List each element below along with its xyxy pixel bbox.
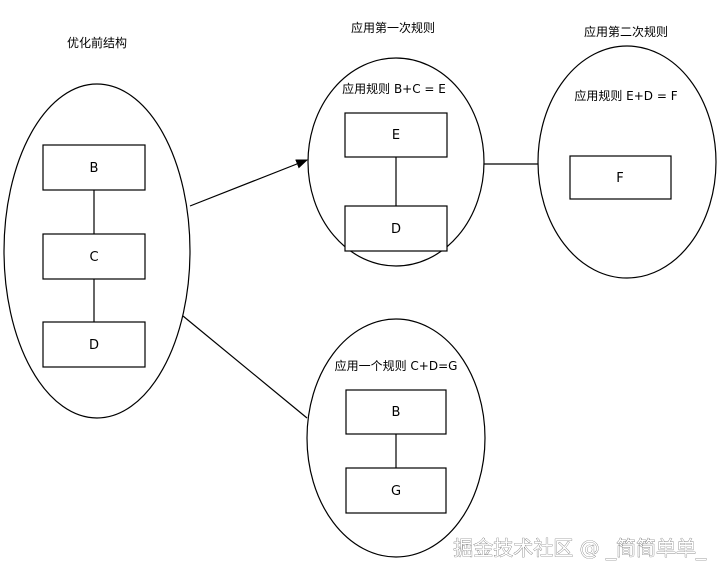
arrow-before-to-rule1	[189, 159, 309, 207]
node-c: C	[42, 233, 146, 280]
group-rule2-title: 应用第二次规则	[584, 24, 668, 39]
group-rule2: 应用第二次规则 应用规则 E+D = F F	[537, 24, 717, 279]
group-rule3: 应用一个规则 C+D=G B G	[306, 318, 486, 558]
group-rule2-rule: 应用规则 E+D = F	[574, 88, 677, 103]
node-d-box	[42, 321, 146, 368]
node-f-label: F	[616, 171, 623, 186]
node-d-label: D	[89, 338, 99, 353]
group-rule1: 应用第一次规则 应用规则 B+C = E E D	[307, 20, 485, 267]
node-c-label: C	[89, 250, 98, 265]
group-before-title: 优化前结构	[67, 35, 127, 50]
edge-before-to-rule3	[182, 315, 308, 419]
node-g-label: G	[391, 484, 401, 499]
node-d: D	[42, 321, 146, 368]
node-e-box	[344, 112, 448, 158]
node-g: G	[345, 467, 447, 514]
node-b-rule3-label: B	[392, 405, 401, 420]
group-before: 优化前结构 B C D	[3, 35, 191, 419]
node-e-label: E	[392, 128, 400, 143]
node-e: E	[344, 112, 448, 158]
group-rule3-rule: 应用一个规则 C+D=G	[335, 358, 458, 373]
node-g-box	[345, 467, 447, 514]
node-b: B	[42, 144, 146, 191]
node-f: F	[569, 155, 672, 200]
node-b-rule3: B	[345, 389, 447, 435]
node-d-rule1: D	[344, 205, 448, 252]
node-b-rule3-box	[345, 389, 447, 435]
watermark-text: 掘金技术社区 @ _简简单单_	[453, 536, 707, 560]
node-b-label: B	[90, 161, 99, 176]
group-rule1-rule: 应用规则 B+C = E	[342, 81, 446, 96]
node-c-box	[42, 233, 146, 280]
node-b-box	[42, 144, 146, 191]
node-d-rule1-label: D	[391, 222, 401, 237]
group-rule1-title: 应用第一次规则	[351, 20, 435, 35]
node-d-rule1-box	[344, 205, 448, 252]
node-f-box	[569, 155, 672, 200]
